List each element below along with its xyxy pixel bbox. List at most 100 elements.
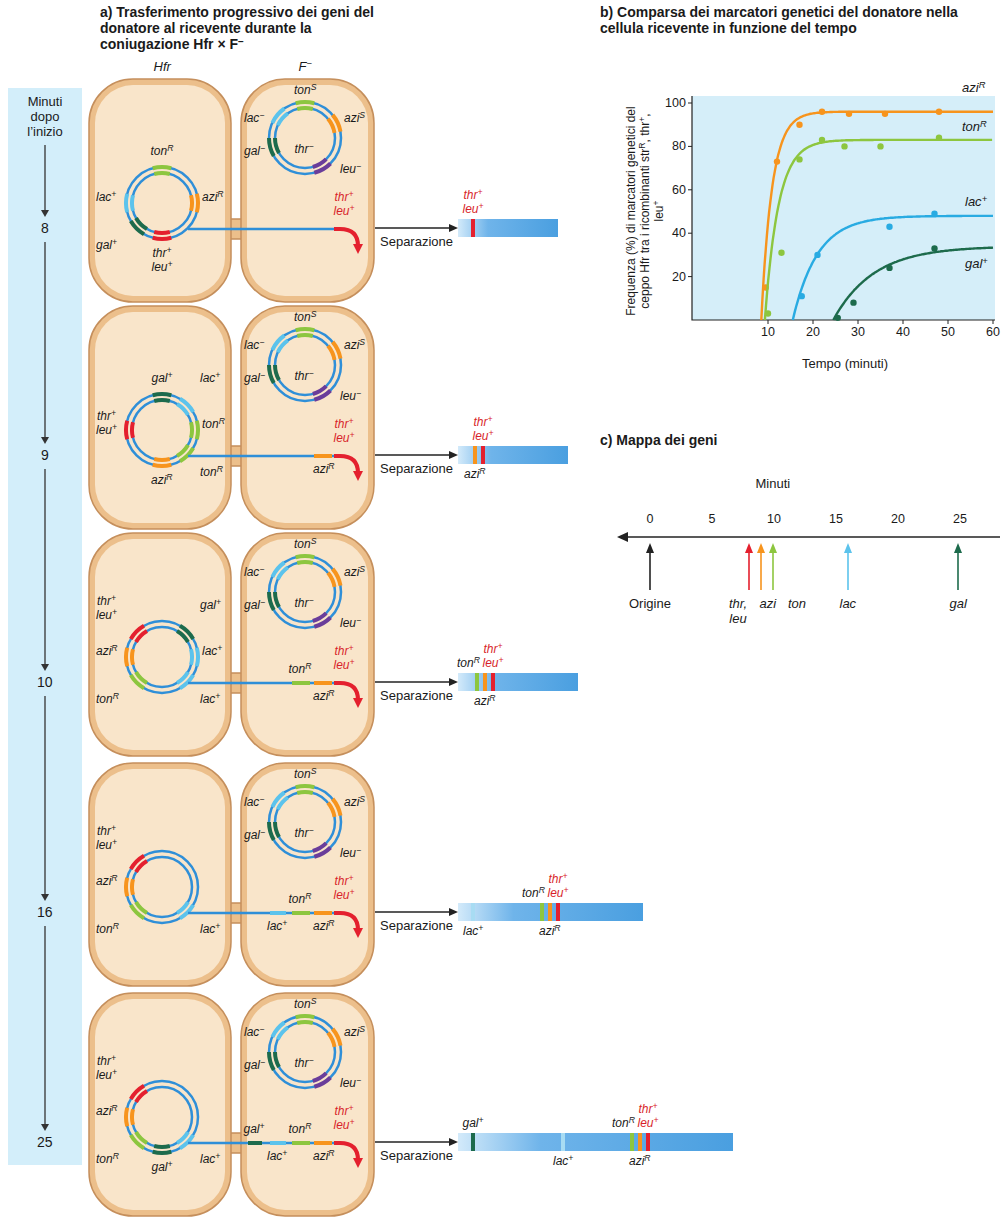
gene-segment — [132, 649, 133, 665]
gene-label: aziR — [629, 1154, 651, 1168]
dna-ring — [275, 792, 335, 852]
superscript: R — [554, 923, 560, 933]
recipient-cell: tonSlac−aziSgal−thr−leu−tonRaziRlac+thr+… — [240, 762, 375, 987]
gene-label: lac+ — [267, 1149, 287, 1163]
gene-band — [491, 673, 495, 691]
tick-label: 10 — [767, 512, 781, 526]
gene-segment — [297, 1022, 313, 1023]
gene-label: aziS — [344, 565, 365, 579]
curve-label: aziR — [962, 80, 985, 95]
cytoplasm — [247, 85, 368, 296]
data-point — [774, 158, 780, 164]
gene-label: thr+ leu+ — [638, 1102, 659, 1130]
superscript: S — [311, 996, 317, 1006]
gene-position-arrowhead — [769, 543, 777, 553]
separation-arrow — [375, 1138, 458, 1146]
gene-label: tonR — [151, 144, 174, 158]
cell-heading: Hfr — [154, 59, 171, 74]
superscript: + — [167, 245, 172, 255]
superscript: S — [359, 564, 365, 574]
dna-strand — [188, 682, 232, 685]
plot-area — [692, 96, 995, 320]
gene-label: tonS — [294, 310, 316, 324]
panel-title: c) Mappa dei geni — [600, 432, 717, 448]
superscript: S — [359, 794, 365, 804]
gene-label: aziS — [344, 111, 365, 125]
superscript: + — [215, 1151, 220, 1161]
superscript: R — [111, 1103, 117, 1113]
superscript: + — [499, 655, 504, 665]
superscript: R — [328, 688, 334, 698]
transfer-arrowhead — [353, 698, 363, 708]
gene-segment — [296, 1016, 315, 1017]
gene-label: gal — [950, 596, 967, 611]
dna-ring — [132, 627, 192, 687]
superscript: R — [111, 643, 117, 653]
superscript: + — [489, 428, 494, 438]
gene-segment — [296, 786, 315, 787]
gene-band — [548, 903, 552, 921]
superscript: + — [350, 657, 355, 667]
cytoplasm — [247, 769, 368, 980]
strip-bands — [458, 673, 578, 691]
superscript: + — [350, 887, 355, 897]
recipient-cell: tonSlac−aziSgal−thr−leu−gal+lac+tonRaziR… — [240, 992, 375, 1217]
gene-label: leu− — [340, 1076, 361, 1090]
superscript: R — [111, 873, 117, 883]
gene-segment — [136, 672, 147, 683]
tick-label: 25 — [953, 512, 967, 526]
superscript: − — [309, 368, 314, 378]
gene-label: tonR — [457, 656, 480, 670]
tick-mark — [858, 320, 859, 324]
gene-label: aziR — [96, 644, 118, 658]
time-arrowhead — [41, 894, 49, 901]
gene-band — [646, 1133, 650, 1151]
edge-label: Separazione — [380, 461, 453, 476]
gene-segment — [269, 592, 274, 610]
connector-line — [375, 911, 450, 912]
transfer-arrowhead — [353, 1158, 363, 1168]
cell-wall — [241, 306, 374, 529]
tick-label: 80 — [672, 139, 686, 153]
gene-label: thr− — [295, 596, 314, 610]
tick-label: 30 — [851, 325, 865, 339]
gene-segment — [126, 1108, 127, 1127]
superscript: − — [309, 1055, 314, 1065]
tick-label: 100 — [665, 96, 686, 110]
gene-label: leu− — [340, 616, 361, 630]
gene-segment — [154, 400, 170, 401]
cell-wall — [89, 763, 231, 986]
gene-label: tonR — [96, 692, 119, 706]
gene-band — [471, 219, 475, 237]
gene-label: gal+ — [463, 1116, 484, 1130]
gene-label: thr+ leu+ — [334, 1104, 355, 1132]
edge-label: Separazione — [380, 234, 453, 249]
superscript: + — [168, 1159, 173, 1169]
superscript: + — [260, 1121, 265, 1131]
cytoplasm — [95, 312, 225, 523]
superscript: R — [113, 1151, 119, 1161]
gene-label: aziR — [464, 467, 486, 481]
gene-label: thr+ leu+ — [96, 824, 117, 852]
gene-label: leu− — [340, 846, 361, 860]
cell-wall — [89, 993, 231, 1216]
gene-segment — [269, 365, 274, 383]
superscript: − — [260, 597, 265, 607]
axis-title: Frequenza (%) di marcatori genetici del … — [623, 104, 665, 319]
time-arrowhead — [41, 437, 49, 444]
gene-segment — [153, 1152, 172, 1153]
data-point — [886, 265, 892, 271]
data-curve — [833, 248, 993, 320]
gene-label: gal+ — [96, 238, 117, 252]
tick-mark — [813, 320, 814, 324]
connector-head — [449, 678, 458, 686]
gene-label: thr+ leu+ — [96, 594, 117, 622]
superscript: R — [305, 1121, 311, 1131]
superscript: − — [259, 794, 264, 804]
gene-position-arrowhead — [954, 543, 962, 553]
superscript: + — [168, 370, 173, 380]
gene-label: tonR — [522, 886, 545, 900]
tick-mark — [688, 189, 692, 190]
superscript: − — [356, 388, 361, 398]
data-point — [931, 210, 937, 216]
